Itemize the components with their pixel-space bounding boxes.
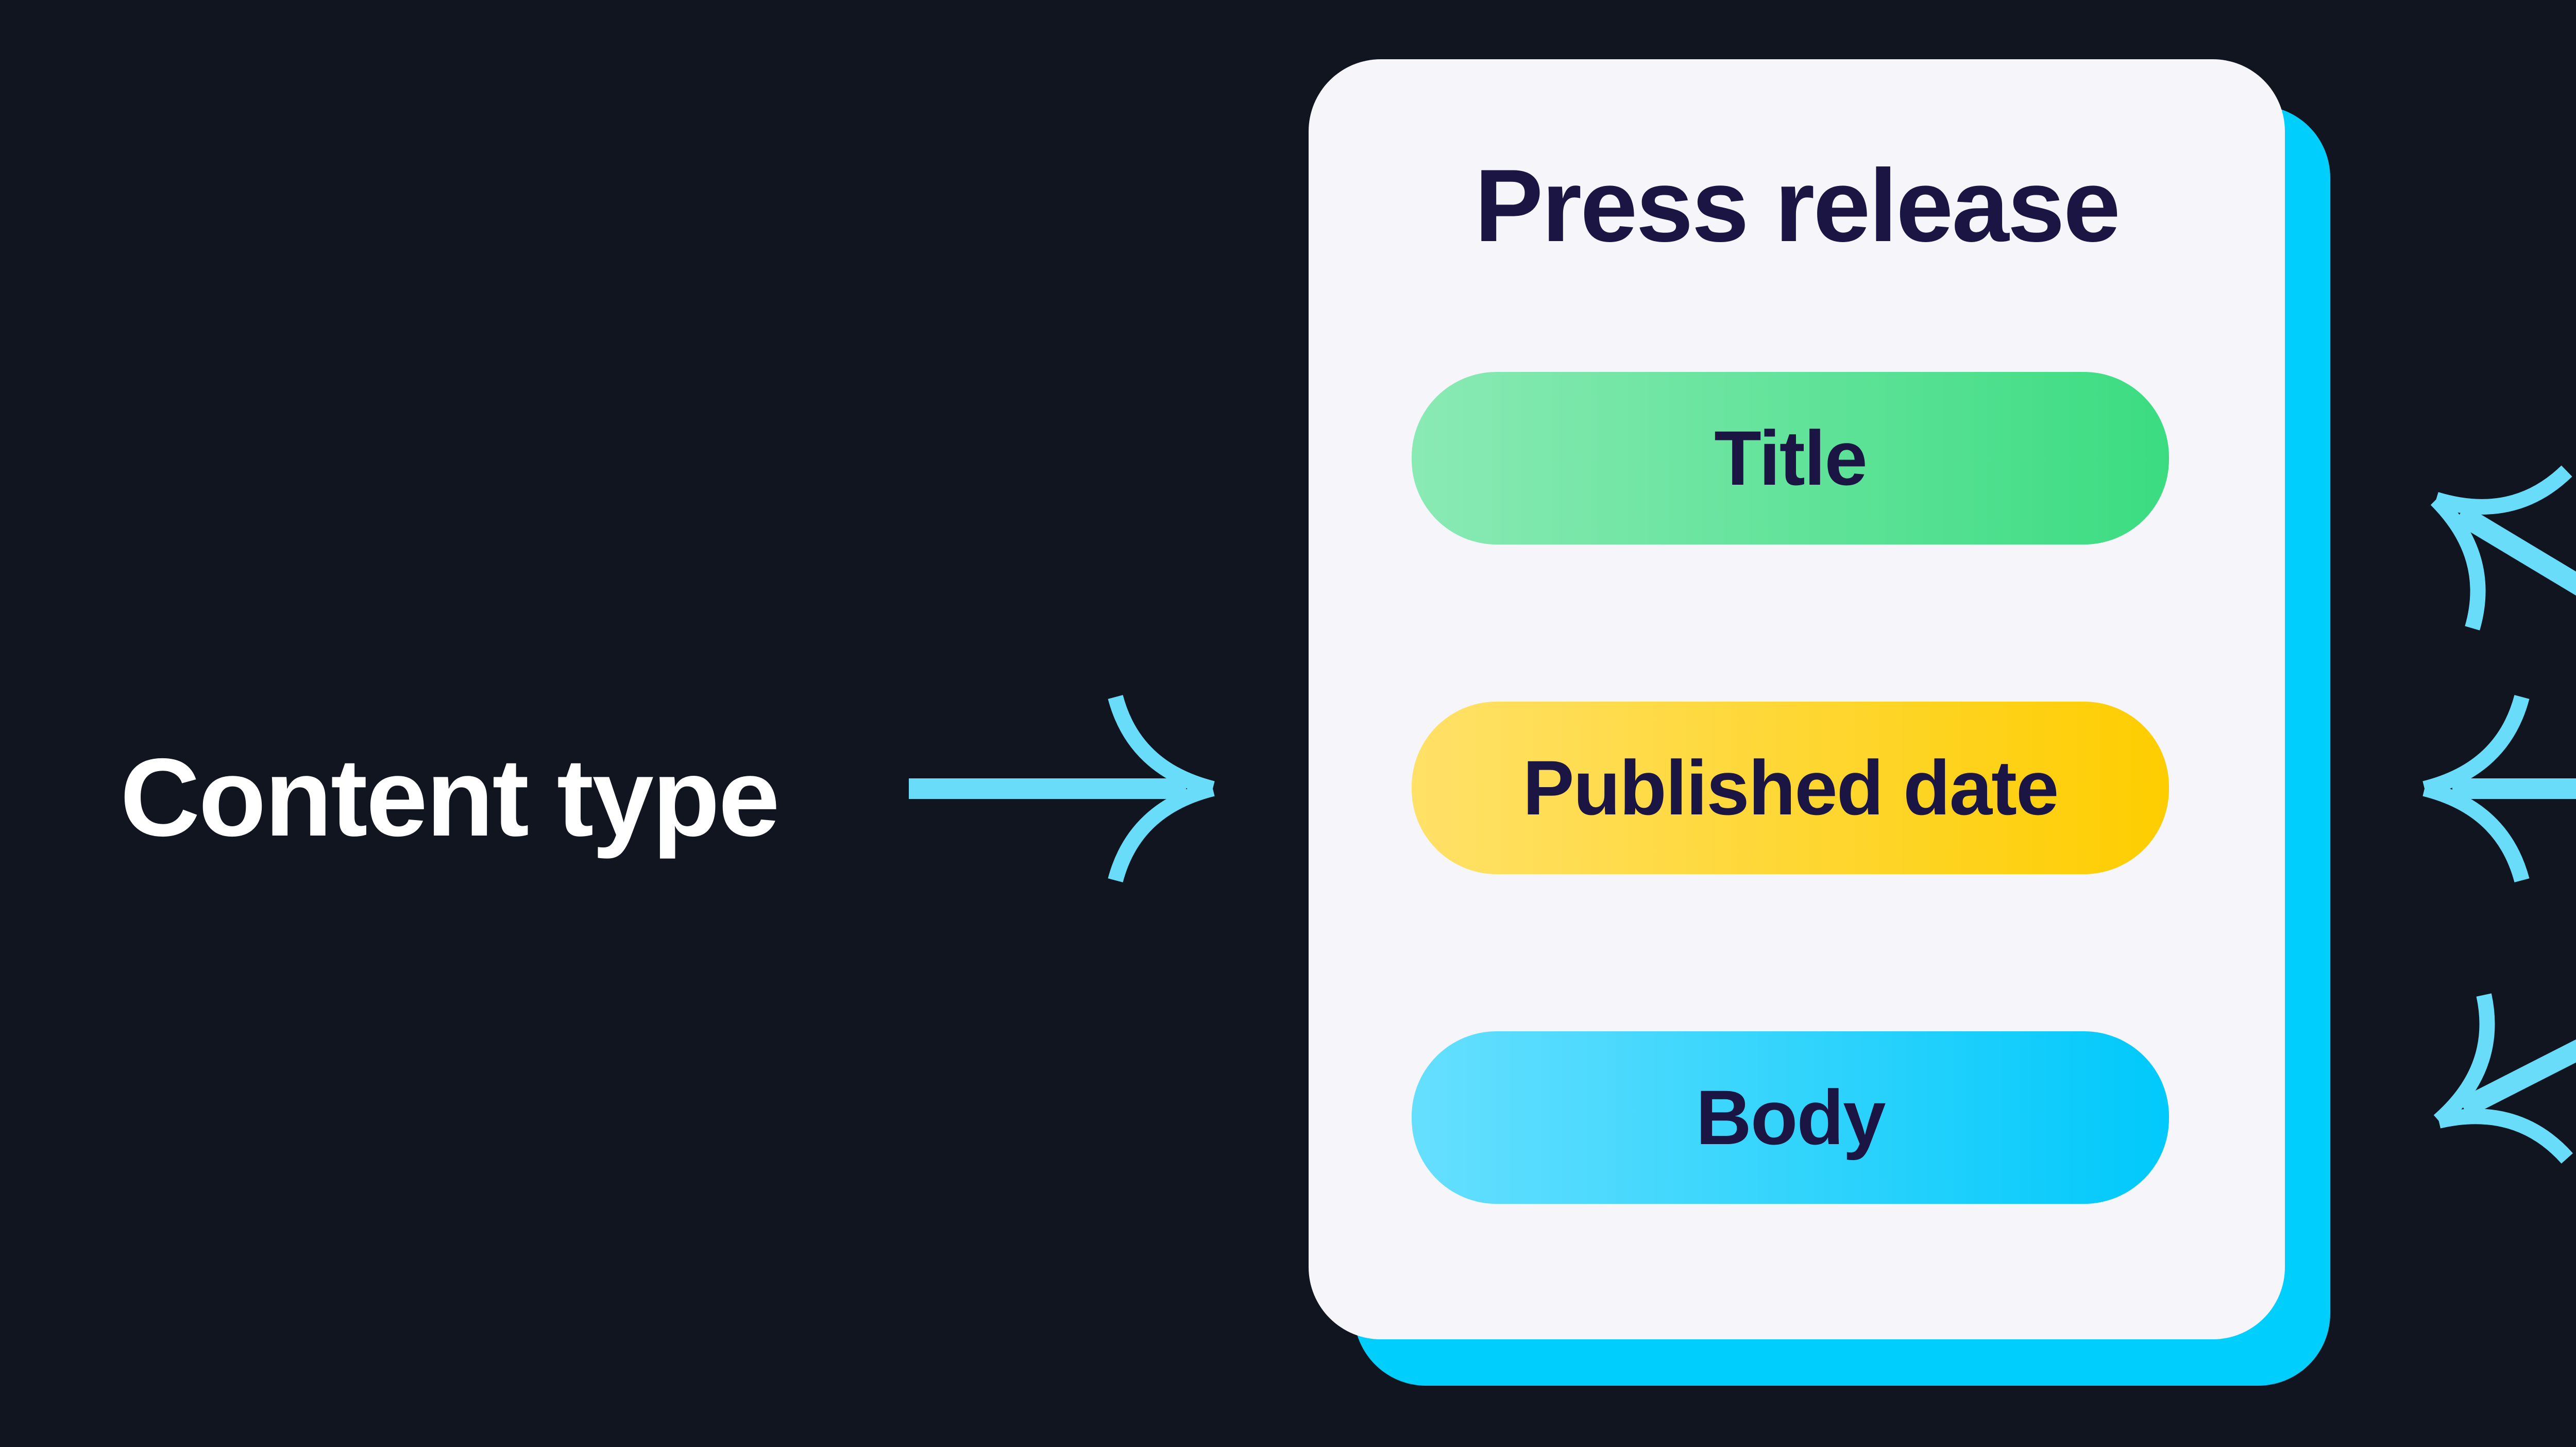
arrow-left-bottom-icon (2433, 963, 2576, 1164)
attribute-pill-title: Title (1412, 372, 2169, 544)
attribute-pill-label: Published date (1522, 744, 2059, 831)
attribute-pill-body: Body (1412, 1031, 2169, 1204)
arrow-left-top-icon (2430, 465, 2576, 674)
arrow-left-middle-icon (2422, 695, 2576, 882)
content-type-label: Content type (120, 735, 780, 859)
attribute-pill-published-date: Published date (1412, 702, 2169, 874)
attribute-list: Title Published date Body (1412, 372, 2169, 1361)
arrow-right-icon (909, 695, 1215, 882)
attribute-pill-label: Title (1714, 415, 1868, 501)
card-title: Press release (1474, 148, 2121, 263)
attribute-pill-label: Body (1696, 1074, 1886, 1161)
content-type-card: Press release Title Published date Body (1309, 59, 2285, 1339)
